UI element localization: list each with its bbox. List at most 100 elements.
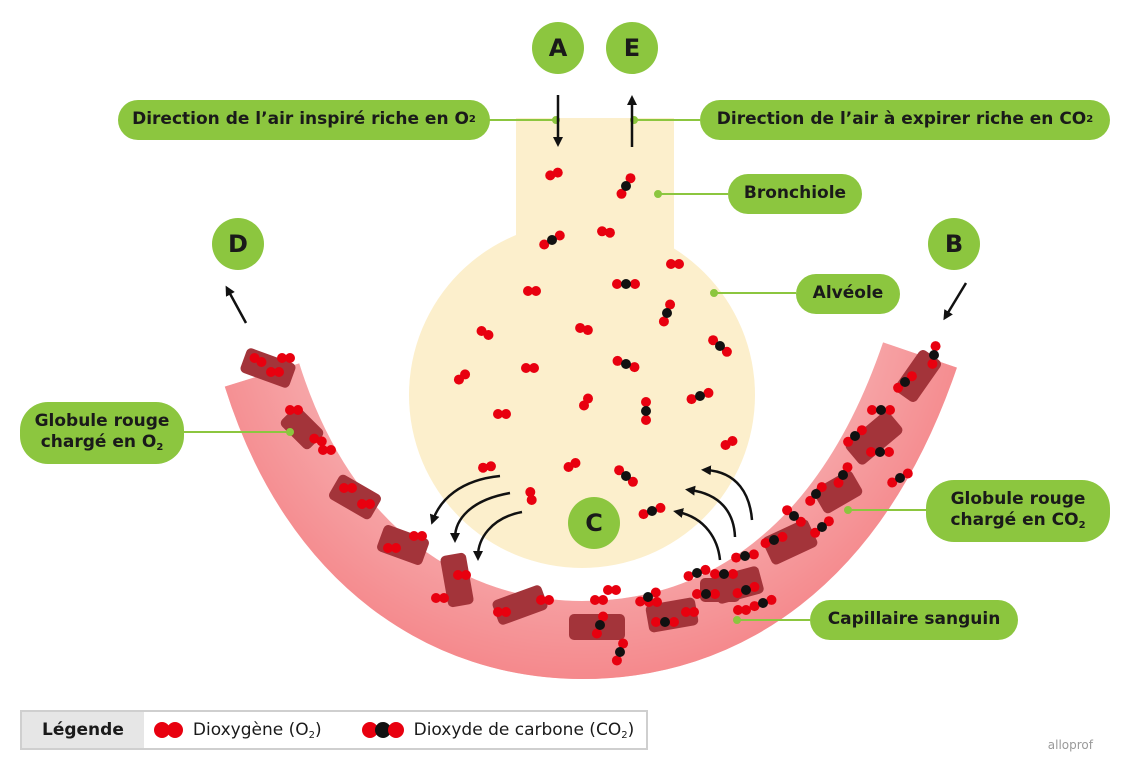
o2-molecule-icon <box>285 405 303 415</box>
o2-molecule-icon <box>478 461 496 473</box>
o2-molecule-icon <box>318 445 336 455</box>
label-c: C <box>568 497 620 549</box>
arrow-o2-1 <box>429 474 501 525</box>
callout-rbc-o2-sub: 2 <box>156 442 164 454</box>
arrow-out-d <box>225 285 248 324</box>
o2-molecule-icon <box>476 326 494 340</box>
arrow-o2-3 <box>473 510 523 561</box>
o2-molecule-icon <box>409 531 427 541</box>
o2-molecule-icon <box>493 409 511 419</box>
o2-molecule-icon <box>277 353 295 363</box>
red-blood-cell <box>440 552 474 608</box>
o2-molecule-icon <box>597 226 615 238</box>
co2-molecule-icon <box>782 505 806 527</box>
co2-molecule-icon <box>843 425 867 447</box>
o2-molecule-icon <box>153 722 183 738</box>
co2-molecule-icon <box>612 279 640 289</box>
o2-molecule-icon <box>545 167 563 181</box>
o2-molecule-icon <box>536 595 554 605</box>
co2-molecule-icon <box>658 299 676 327</box>
co2-molecule-icon <box>732 581 760 599</box>
red-blood-cell <box>845 411 903 465</box>
co2-molecule-icon <box>760 531 788 549</box>
o2-molecule-icon <box>383 543 401 553</box>
label-a: A <box>532 22 584 74</box>
brand-logo: alloprof <box>1047 738 1093 752</box>
label-e: E <box>606 22 658 74</box>
o2-molecule-icon <box>563 458 581 472</box>
o2-molecule-icon <box>249 353 267 367</box>
o2-molecule-icon <box>603 585 621 595</box>
legend-co2-sub: 2 <box>621 729 628 741</box>
co2-molecule-icon <box>731 549 759 563</box>
callout-bronchiole: Bronchiole <box>728 174 862 214</box>
o2-molecule-icon <box>666 259 684 269</box>
arrow-co2-3 <box>701 465 754 521</box>
o2-molecule-icon <box>453 570 471 580</box>
co2-molecule-icon <box>635 587 661 607</box>
co2-molecule-icon <box>361 722 404 738</box>
legend-co2-label: Dioxyde de carbone (CO <box>413 719 622 740</box>
arrow-o2-2 <box>450 491 511 543</box>
legend-co2-label-wrap: Dioxyde de carbone (CO2) <box>414 720 635 741</box>
callout-rbc-o2-line2: chargé en O <box>40 432 157 453</box>
co2-molecule-icon <box>887 468 913 488</box>
callout-rbc-co2-line2: chargé en CO <box>950 510 1079 531</box>
o2-molecule-icon <box>681 607 699 617</box>
co2-molecule-icon <box>927 341 941 369</box>
o2-molecule-icon <box>525 487 537 505</box>
callout-rbc-co2: Globule rouge chargé en CO2 <box>926 480 1110 542</box>
o2-molecule-icon <box>575 322 593 336</box>
callout-rbc-o2-line1: Globule rouge <box>34 411 170 432</box>
callout-inspired-sub: 2 <box>468 113 476 125</box>
legend: Légende Dioxygène (O2) Dioxyde de carbon… <box>20 710 649 750</box>
o2-molecule-icon <box>733 605 751 615</box>
callout-expired-sub: 2 <box>1086 113 1094 125</box>
co2-molecule-icon <box>539 230 565 250</box>
co2-molecule-icon <box>710 569 738 579</box>
co2-molecule-icon <box>616 173 636 199</box>
callout-alveole: Alvéole <box>796 274 900 314</box>
legend-co2-close: ) <box>627 719 635 740</box>
direction-arrows <box>225 95 968 561</box>
callout-expired-air: Direction de l’air à expirer riche en CO… <box>700 100 1110 140</box>
co2-molecule-icon <box>810 516 834 538</box>
callout-capillaire: Capillaire sanguin <box>810 600 1018 640</box>
co2-molecule-icon <box>866 447 894 457</box>
co2-molecule-icon <box>692 589 720 599</box>
legend-o2-close: ) <box>314 719 322 740</box>
o2-molecule-icon <box>521 363 539 373</box>
o2-molecule-icon <box>493 607 511 617</box>
co2-molecule-icon <box>805 482 827 506</box>
legend-o2-sub: 2 <box>308 729 315 741</box>
o2-molecule-icon <box>431 593 449 603</box>
o2-molecule-icon <box>523 286 541 296</box>
legend-item-co2: Dioxyde de carbone (CO2) <box>334 712 647 748</box>
arrow-co2-2 <box>685 485 737 538</box>
o2-molecule-icon <box>579 393 593 411</box>
o2-molecule-icon <box>590 595 608 605</box>
co2-molecule-icon <box>614 465 638 487</box>
co2-molecule-icon <box>833 462 853 488</box>
legend-item-o2: Dioxygène (O2) <box>144 712 334 748</box>
o2-molecule-icon <box>266 367 284 377</box>
co2-molecule-icon <box>651 617 679 627</box>
label-b: B <box>928 218 980 270</box>
legend-o2-label-wrap: Dioxygène (O2) <box>193 720 322 741</box>
co2-molecule-icon <box>686 387 714 405</box>
arrow-in-b <box>943 282 968 321</box>
o2-molecule-icon <box>309 433 327 447</box>
co2-molecule-icon <box>591 611 609 639</box>
co2-molecule-icon <box>612 355 640 373</box>
red-blood-cell <box>813 470 863 514</box>
molecules <box>249 167 941 666</box>
co2-molecule-icon <box>749 594 777 612</box>
callout-inspired-text: Direction de l’air inspiré riche en O <box>132 109 469 130</box>
callout-lines <box>183 116 926 624</box>
legend-o2-label: Dioxygène (O <box>192 719 309 740</box>
co2-molecule-icon <box>641 397 651 425</box>
o2-molecule-icon <box>339 483 357 493</box>
callout-expired-text: Direction de l’air à expirer riche en CO <box>716 109 1087 130</box>
